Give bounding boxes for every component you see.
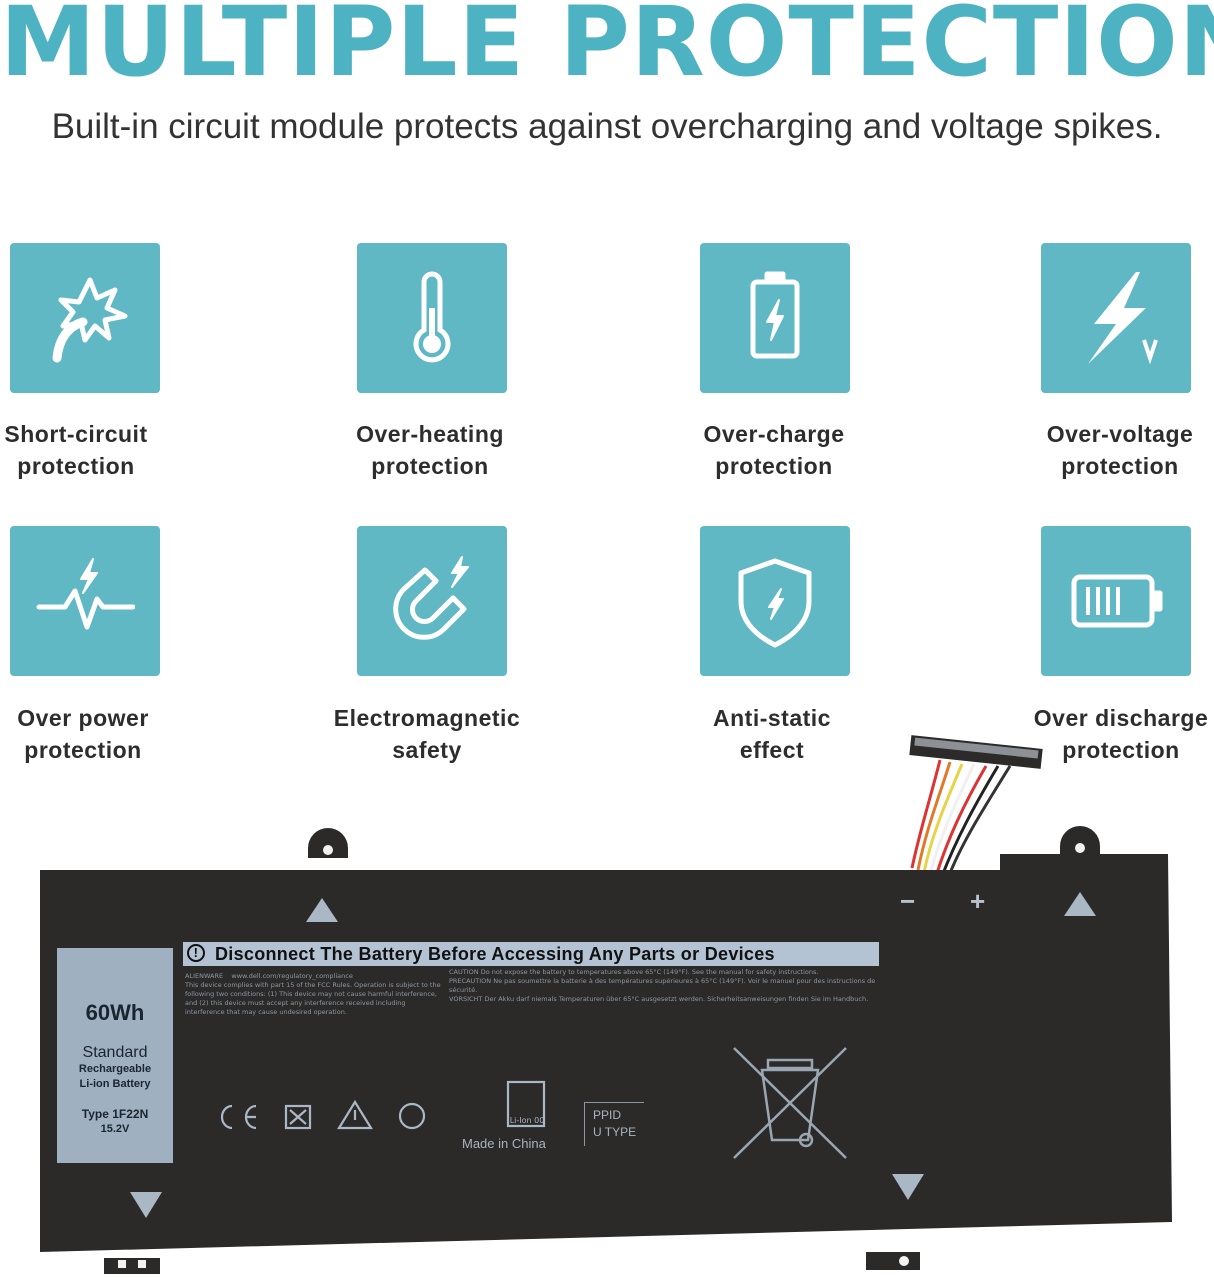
battery-product: 60Wh Standard Rechargeable Li-ion Batter…	[0, 730, 1214, 1278]
feature-label-line1: Over discharge	[1033, 705, 1209, 731]
battery-body-drawing	[40, 735, 1172, 1274]
precaution-text: Ne pas soumettre la batterie à des tempé…	[449, 977, 876, 994]
mounting-tabs	[104, 826, 1100, 1274]
battery-fine-print-right: CAUTION Do not expose the battery to tem…	[449, 968, 881, 1004]
ppid-box: PPID U TYPE	[584, 1102, 644, 1146]
feature-label-line2: protection	[371, 453, 489, 479]
battery-fcc: This device complies with part 15 of the…	[185, 981, 441, 1016]
feature-label-line2: protection	[1061, 453, 1179, 479]
battery-pack	[40, 854, 1172, 1252]
battery-url: www.dell.com/regulatory_compliance	[231, 972, 353, 980]
ppid-label: PPID	[593, 1108, 622, 1122]
feature-label-line2: protection	[715, 453, 833, 479]
polarity-plus: +	[970, 886, 986, 916]
battery-type: Type 1F22N	[81, 1107, 149, 1121]
page-title: MULTIPLE PROTECTION	[0, 0, 1214, 98]
polarity-minus: −	[900, 886, 916, 916]
battery-standard: Standard	[82, 1044, 148, 1061]
battery-capacity: 60Wh	[85, 1000, 145, 1025]
lightning-volt-icon	[1041, 243, 1191, 393]
battery-bolt-icon	[700, 243, 850, 393]
battery-voltage: 15.2V	[100, 1123, 130, 1135]
recycle-label: Li-Ion 00	[509, 1116, 545, 1125]
page-subtitle: Built-in circuit module protects against…	[51, 107, 1163, 146]
battery-warning-text: Disconnect The Battery Before Accessing …	[215, 944, 775, 964]
battery-chemistry: Li-ion Battery	[79, 1078, 151, 1090]
feature-label-line1: Over-heating	[356, 421, 504, 447]
feature-label-line1: Anti-static	[713, 705, 831, 731]
battery-brand: ALIENWARE	[185, 972, 224, 980]
feature-label-line2: protection	[17, 453, 135, 479]
feature-label-line2: protection	[1062, 737, 1180, 763]
short-circuit-spark-icon	[10, 243, 160, 393]
power-pulse-icon	[10, 526, 160, 676]
feature-label-line1: Short-circuit	[4, 421, 148, 447]
made-in: Made in China	[462, 1136, 546, 1151]
battery-warning-banner: ! Disconnect The Battery Before Accessin…	[183, 942, 879, 966]
battery-connector	[909, 735, 1043, 769]
connector-wires	[910, 759, 1012, 879]
caution-label: CAUTION	[449, 968, 479, 976]
feature-label-line2: protection	[24, 737, 142, 763]
feature-label-line1: Over-voltage	[1046, 421, 1194, 447]
feature-label-line2: effect	[739, 737, 805, 763]
vorsicht-label: VORSICHT	[449, 995, 483, 1003]
battery-level-icon	[1041, 526, 1191, 676]
precaution-label: PRECAUTION	[449, 977, 492, 985]
vorsicht-text: Der Akku darf niemals Temperaturen über …	[484, 995, 869, 1003]
regulatory-marks	[220, 1080, 546, 1130]
battery-rechargeable: Rechargeable	[78, 1063, 152, 1075]
feature-label-line2: safety	[392, 737, 462, 763]
shield-bolt-icon	[700, 526, 850, 676]
utype-label: U TYPE	[593, 1125, 637, 1139]
battery-fine-print-left: ALIENWARE www.dell.com/regulatory_compli…	[185, 972, 443, 1017]
caution-text: Do not expose the battery to temperature…	[480, 968, 819, 976]
alignment-arrows	[130, 892, 1096, 1218]
thermometer-icon	[357, 243, 507, 393]
feature-label-line1: Electromagnetic	[333, 705, 521, 731]
magnet-icon	[357, 526, 507, 676]
battery-label-panel: 60Wh Standard Rechargeable Li-ion Batter…	[57, 948, 173, 1163]
feature-label-line1: Over-charge	[703, 421, 845, 447]
warning-icon: !	[187, 944, 205, 962]
weee-bin-icon	[733, 1047, 847, 1159]
feature-label-line1: Over power	[17, 705, 149, 731]
